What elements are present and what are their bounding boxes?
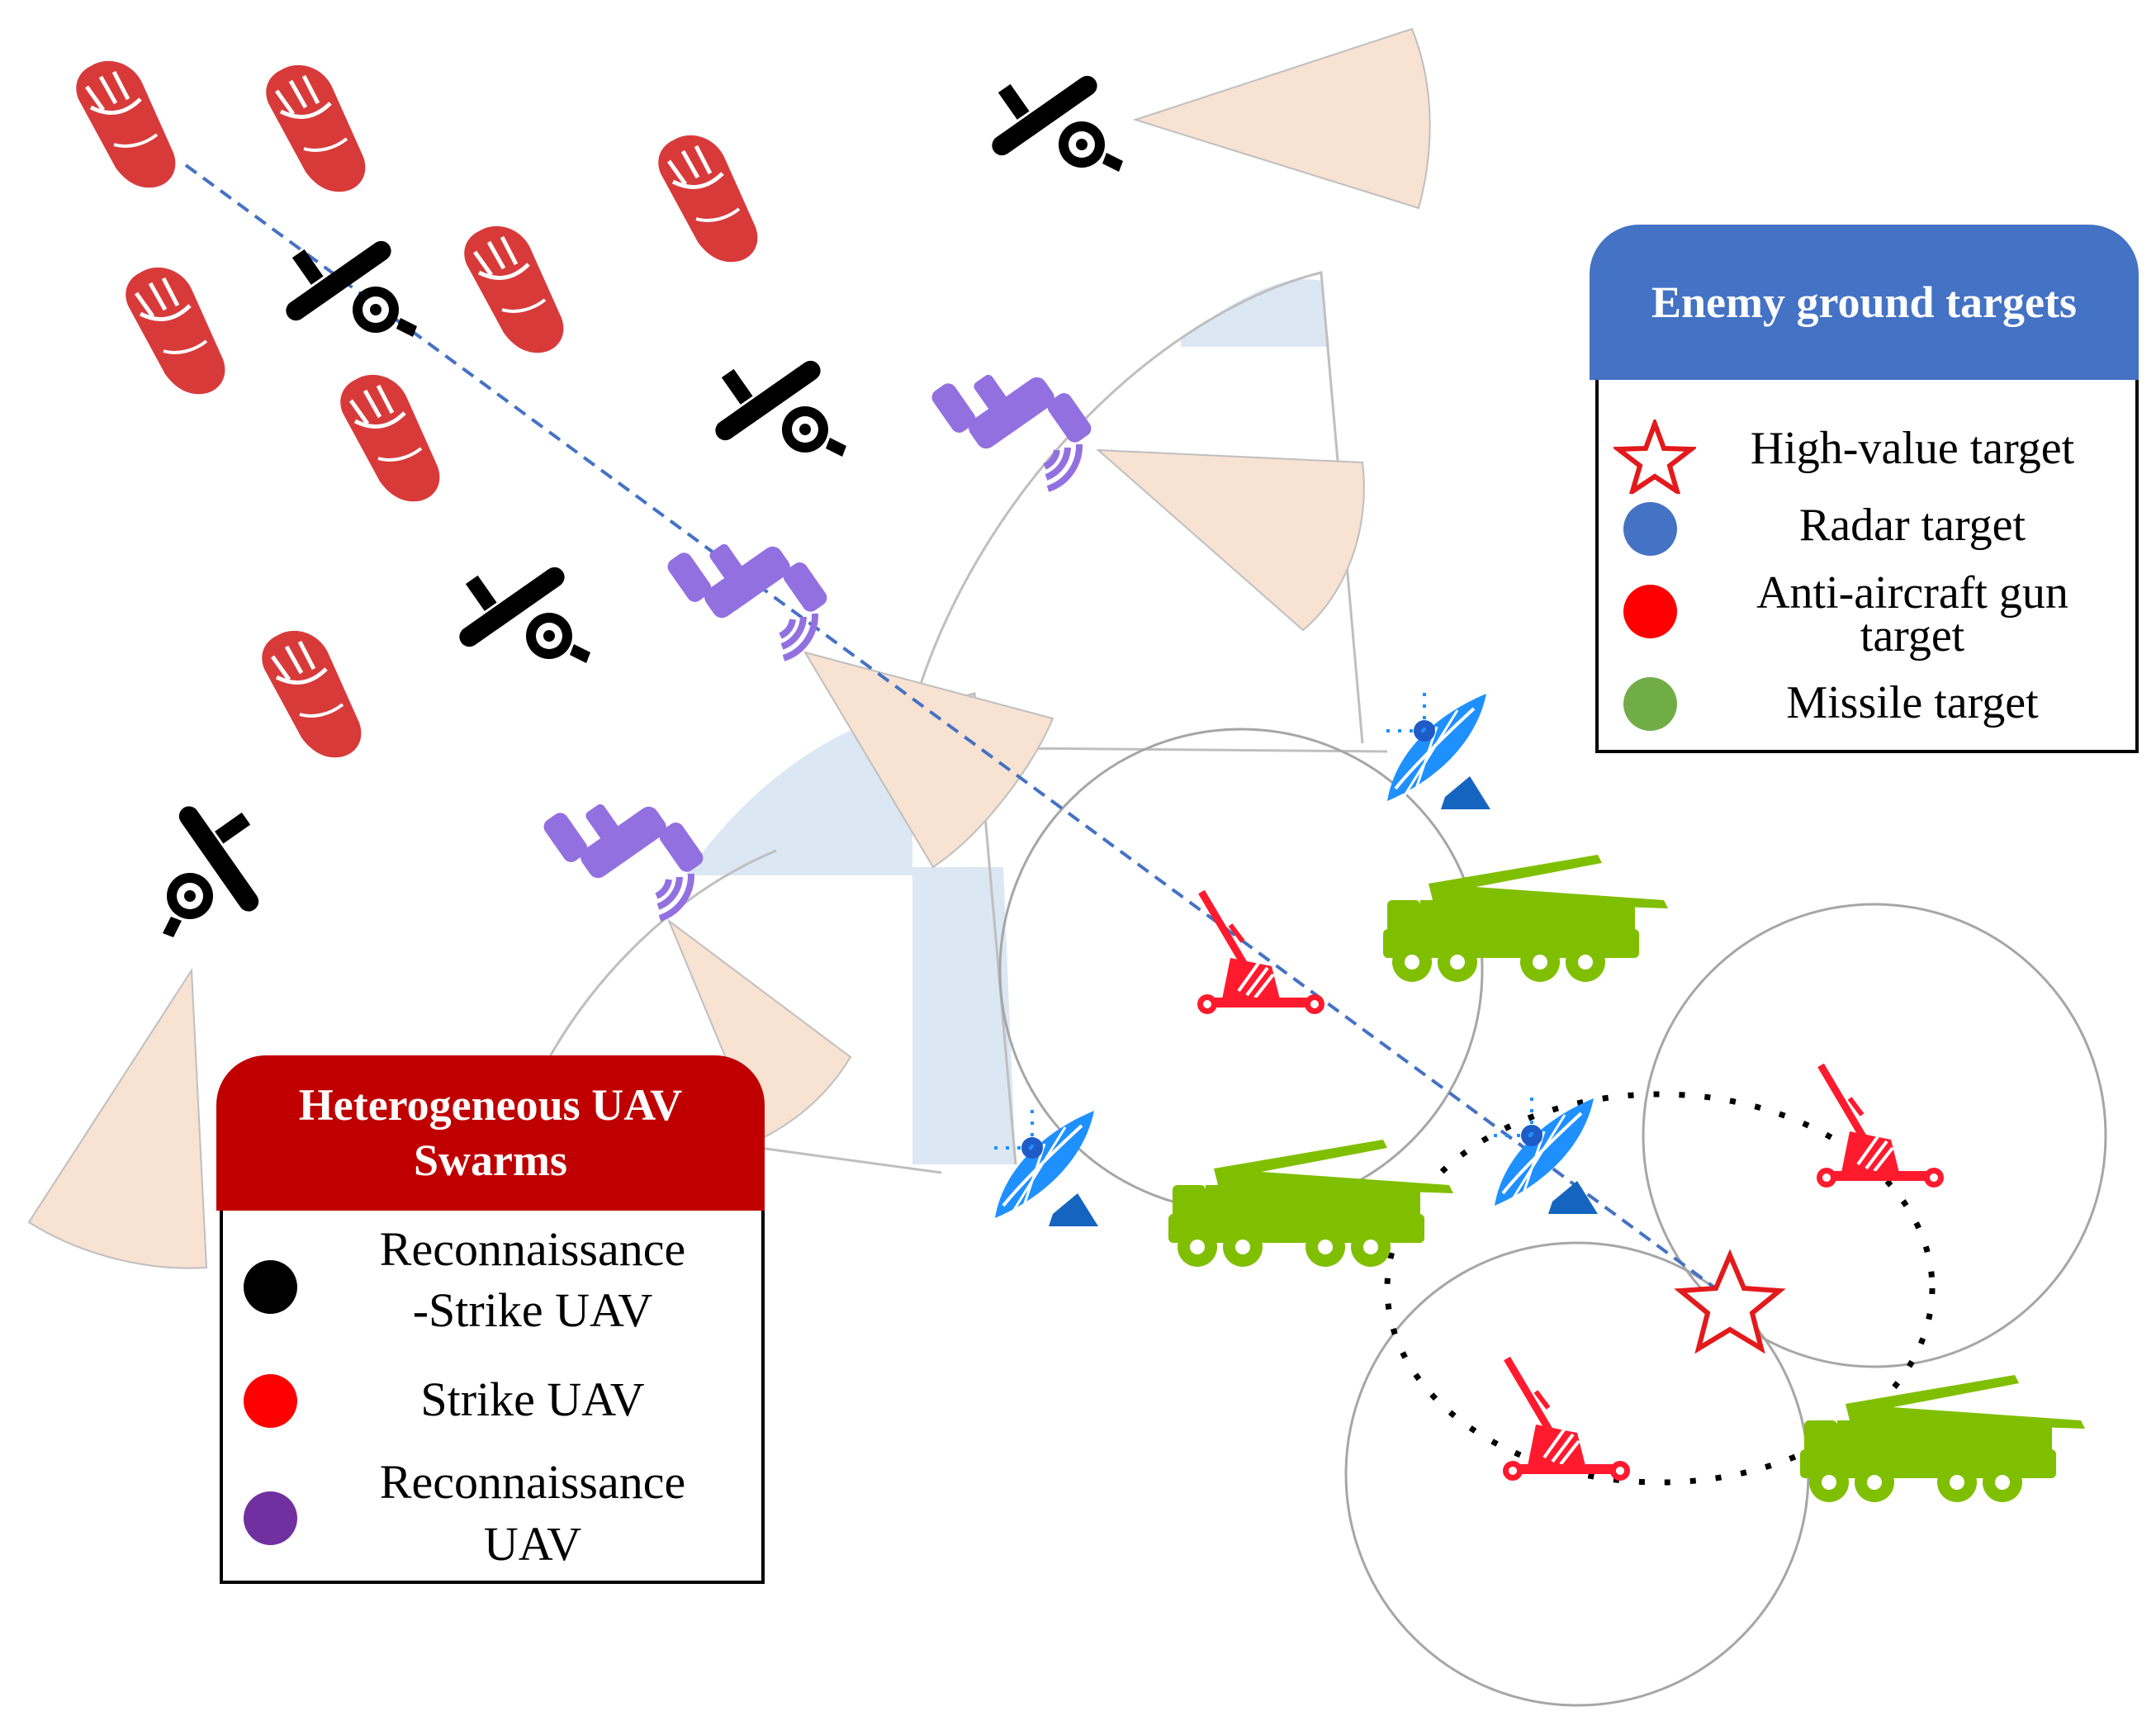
strike-uavs [76, 61, 757, 757]
uav-legend-title-line1: Heterogeneous UAV [298, 1079, 683, 1130]
high-value-target-star-icon [1674, 1249, 1786, 1354]
strike-uav-icon [340, 375, 439, 501]
enemy-legend-label-missile: Missile target [1786, 677, 2039, 728]
high-value-target-legend-star-icon [1613, 420, 1696, 494]
enemy-legend-label-aag-line2: target [1860, 610, 1965, 661]
recon-uav-legend-dot [244, 1491, 297, 1545]
enemy-legend-label-aag-line1: Anti-aircraft gun [1756, 567, 2068, 619]
uav-legend-label-recon-strike-line1: Reconnaissance [379, 1222, 686, 1276]
recon-coverage-area [543, 271, 1388, 1174]
strike-uav-icon [658, 135, 757, 262]
uav-legend-title: Heterogeneous UAV Swarms [216, 1055, 765, 1211]
uav-legend-label-recon-line1: Reconnaissance [379, 1455, 686, 1509]
strike-uav-icon [464, 226, 563, 353]
radar-dish-icon [1489, 1093, 1599, 1216]
recon-uav-icon [541, 803, 707, 918]
enemy-legend-label-radar: Radar target [1798, 500, 2026, 551]
enemy-legend-label-high-value: High-value target [1750, 423, 2075, 474]
recon-uav-icon [929, 373, 1095, 489]
uav-legend-label-strike: Strike UAV [420, 1373, 645, 1426]
strike-uav-icon [126, 268, 225, 394]
recon-strike-uav-icon [455, 563, 590, 663]
enemy-legend: High-value target Radar target Anti-airc… [1595, 380, 2139, 753]
scan-sectors [27, 27, 1431, 1269]
uav-legend-label-recon-line2: UAV [483, 1517, 582, 1571]
strike-uav-legend-dot [244, 1374, 297, 1428]
uav-legend-title-line2: Swarms [414, 1135, 567, 1185]
recon-uav-icon [665, 543, 831, 658]
threat-circles [998, 728, 2107, 1707]
enemy-legend-title: Enemy ground targets [1590, 225, 2139, 380]
recon-strike-uav-icon [988, 72, 1123, 172]
uav-legend: Reconnaissance -Strike UAV Strike UAV Re… [220, 1211, 765, 1584]
uav-legend-label-recon-strike-line2: -Strike UAV [412, 1283, 653, 1337]
strike-uav-icon [262, 631, 361, 757]
missile-launcher-truck-icon [1800, 1375, 2085, 1502]
missile-target-legend-dot [1623, 677, 1677, 731]
recon-strike-uav-icon [163, 802, 263, 937]
radar-target-legend-dot [1623, 502, 1677, 556]
recon-strike-uav-icon [711, 357, 846, 457]
missile-launcher-truck-icon [1168, 1140, 1453, 1267]
radar-dish-icon [1381, 688, 1492, 811]
missile-launcher-truck-icon [1383, 855, 1668, 982]
anti-aircraft-gun-icon [1503, 1358, 1630, 1481]
anti-aircraft-gun-legend-dot [1623, 585, 1677, 638]
anti-aircraft-gun-icon [1817, 1065, 1944, 1188]
missile-targets [1168, 855, 2085, 1502]
recon-strike-uav-legend-dot [244, 1260, 297, 1314]
strike-uav-icon [76, 61, 175, 187]
strike-uav-icon [266, 65, 365, 192]
